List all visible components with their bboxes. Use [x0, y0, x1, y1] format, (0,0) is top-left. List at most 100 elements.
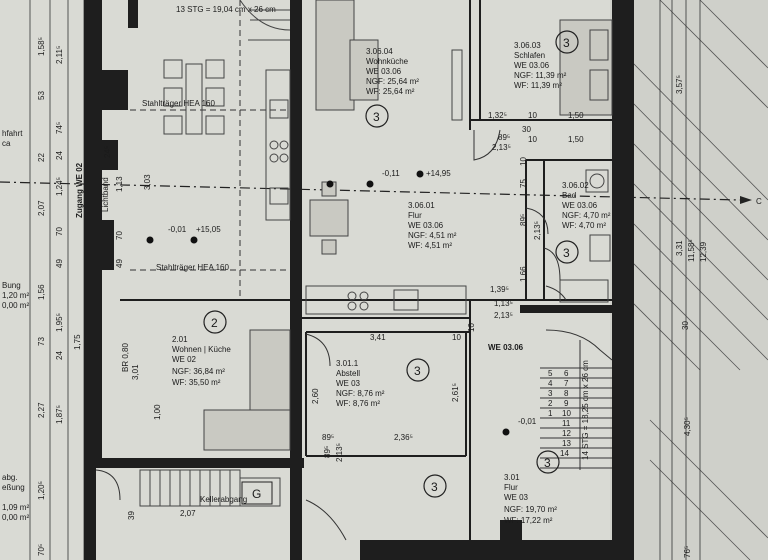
hdim-12: 3,41 — [370, 333, 386, 342]
vdim-left-11: 49 — [55, 259, 64, 268]
tread-13: 13 — [562, 439, 571, 448]
zone-num-schlafen: 3 — [563, 36, 570, 50]
vdim-left-16: 1,87⁵ — [55, 405, 64, 424]
room-id-abstell: 3.01.1 — [336, 359, 359, 368]
garage-zone: G — [252, 487, 261, 501]
left-text-4: 1,20 m² — [2, 291, 29, 300]
sofa — [203, 329, 291, 451]
vdim-mid-4: 3,03 — [143, 174, 152, 190]
vdim-left-19: 70⁵ — [37, 544, 46, 556]
door-swings — [95, 129, 567, 541]
room-unit-flur-a: WE 03.06 — [408, 221, 444, 230]
vdim-left-12: 1,95⁵ — [55, 313, 64, 332]
room-unit-wohnkueche: WE 03.06 — [366, 67, 402, 76]
tread-9: 9 — [564, 399, 569, 408]
zone-circle-schlafen — [555, 30, 579, 54]
vdim-left-5: 22 — [37, 153, 46, 162]
room-name-flur-a: Flur — [408, 211, 422, 220]
tread-3: 3 — [548, 389, 553, 398]
kitchen-line — [305, 285, 467, 315]
vdim-mid-7: 10 — [519, 157, 528, 166]
vdim-mid-19: 1,00 — [153, 404, 162, 420]
vdim-mid-16: 3,01 — [131, 364, 140, 380]
hdim-14: 89⁵ — [322, 433, 334, 442]
hdim-5: 30 — [522, 125, 531, 134]
tread-8: 8 — [564, 389, 569, 398]
room-ngf-schlafen: NGF: 11,39 m² — [514, 71, 567, 80]
zone-num-bad: 3 — [563, 246, 570, 260]
vdim-mid-8: 2,13⁵ — [533, 221, 542, 240]
room-wf-flur-a: WF: 4,51 m² — [408, 241, 452, 250]
room-ngf-wohnen: NGF: 36,84 m² — [172, 367, 225, 376]
section-arrow — [740, 196, 752, 204]
tread-7: 7 — [564, 379, 569, 388]
left-text-2: ca — [2, 139, 11, 148]
stair-tread-numbers: 14 13 12 11 10 9 8 7 6 5 4 3 2 1 — [548, 369, 571, 458]
zone-circle-abstell — [406, 358, 430, 382]
vdim-mid-18: 10 — [467, 323, 476, 332]
vdim-right-5: 30 — [681, 321, 690, 330]
level-5: -0,01 — [518, 417, 537, 426]
zone-circle-bad — [555, 240, 579, 264]
sofa-top — [315, 0, 379, 111]
room-name-abstell: Abstell — [336, 369, 360, 378]
vdim-left-10: 1,56 — [37, 284, 46, 300]
hdim-7: 10 — [528, 135, 537, 144]
hdim-9: 1,39⁵ — [490, 285, 509, 294]
vdims-right: 3,57⁵ 3,31 11,58⁵ 12,39 30 4,30⁵ 76⁵ — [675, 75, 708, 558]
zone-num-wohnen: 2 — [211, 316, 218, 330]
left-text-5: 0,00 m² — [2, 301, 29, 310]
room-wf-schlafen: WF: 11,39 m² — [514, 81, 562, 90]
left-text-6: abg. — [2, 473, 18, 482]
level-markers — [146, 170, 510, 436]
zone-circles — [203, 30, 579, 498]
zone-circle-flur — [536, 450, 560, 474]
level-1: -0,11 — [382, 169, 400, 178]
level-3: -0,01 — [168, 225, 187, 234]
room-ngf-abstell: NGF: 8,76 m² — [336, 389, 385, 398]
vdim-left-8: 2,07 — [37, 200, 46, 216]
left-text-8: 1,09 m² — [2, 503, 29, 512]
stair-right — [540, 329, 613, 470]
vdim-right-6: 4,30⁵ — [683, 417, 692, 436]
room-wf-flur-b: WF: 17,22 m² — [504, 516, 553, 525]
room-unit-bad: WE 03.06 — [562, 201, 598, 210]
vdim-left-18: 1,20⁵ — [37, 481, 46, 500]
left-text-3: Bung — [2, 281, 21, 290]
room-wf-wohnen: WF: 35,50 m² — [172, 378, 221, 387]
level-4: +15,05 — [196, 225, 221, 234]
room-unit-wohnen: WE 02 — [172, 355, 197, 364]
beam-lines — [130, 0, 290, 300]
hdim-11: 2,13⁵ — [494, 311, 513, 320]
lichtband-label: Lichtband — [101, 177, 110, 212]
section-line — [0, 181, 741, 201]
hdim-8: 1,50 — [568, 135, 584, 144]
left-text-7: eßung — [2, 483, 25, 492]
vdim-left-13: 73 — [37, 337, 46, 346]
zone-num-extra: 3 — [431, 480, 438, 494]
vdim-right-1: 3,57⁵ — [675, 75, 684, 94]
level-2: +14,95 — [426, 169, 451, 178]
vdims-left: 1,58⁵ 2,11⁵ 53 74⁵ 22 24 1,24⁵ 2,07 70 1… — [37, 37, 82, 556]
tv-unit — [451, 49, 463, 121]
tread-11: 11 — [562, 419, 571, 428]
vdim-mid-15: 24⁵ — [103, 146, 112, 158]
stair-top-label: 13 STG = 19,04 cm x 26 cm — [176, 5, 276, 14]
vdim-left-3: 53 — [37, 91, 46, 100]
room-ngf-wohnkueche: NGF: 25,64 m² — [366, 77, 419, 86]
beam-label-2: Stahlträger HEA 160 — [156, 263, 229, 272]
vdim-left-1: 1,58⁵ — [37, 37, 46, 56]
room-ngf-flur-a: NGF: 4,51 m² — [408, 231, 457, 240]
room-id-bad: 3.06.02 — [562, 181, 589, 190]
tread-4: 4 — [548, 379, 553, 388]
left-text-9: 0,00 m² — [2, 513, 29, 522]
vdim-left-15: 2,27 — [37, 402, 46, 418]
bath-fixtures — [559, 169, 611, 303]
tread-14: 14 — [560, 449, 569, 458]
vdim-left-7: 1,24⁵ — [55, 177, 64, 196]
room-ngf-flur-b: NGF: 19,70 m² — [504, 505, 557, 514]
room-id-schlafen: 3.06.03 — [514, 41, 541, 50]
hdim-6: 2,13⁵ — [492, 143, 511, 152]
room-name-wohnkueche: Wohnküche — [366, 57, 409, 66]
vdim-left-4: 74⁵ — [55, 122, 64, 134]
